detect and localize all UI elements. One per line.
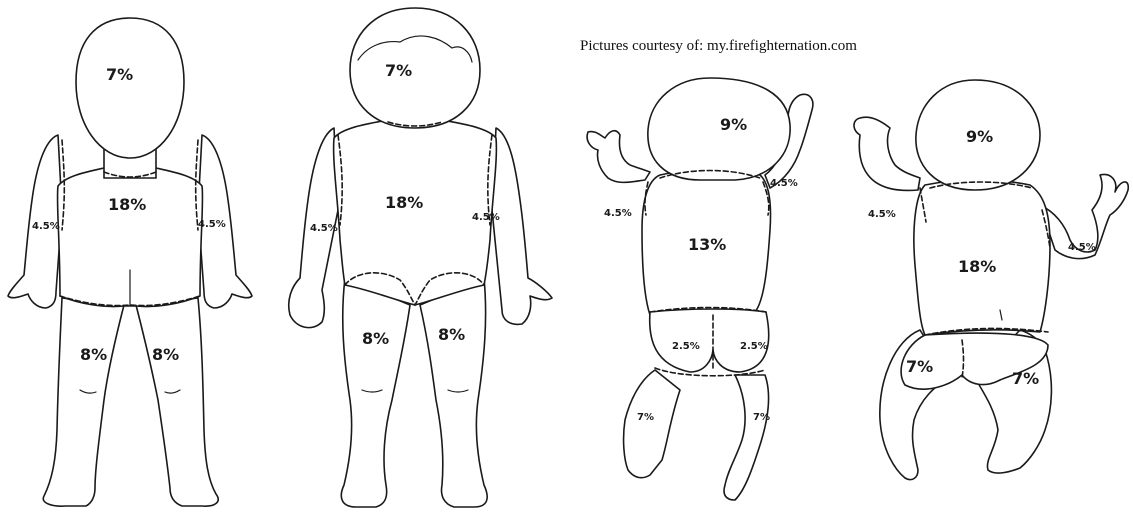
child-front-left-arm-label: 4.5% xyxy=(310,223,338,234)
child-front-right-leg-label: 8% xyxy=(438,325,465,344)
child-front-trunk-label: 18% xyxy=(385,193,423,212)
child-back-figure xyxy=(8,18,252,506)
infant-back-left-buttock-label: 2.5% xyxy=(672,341,700,352)
infant-back-left-arm-label: 4.5% xyxy=(604,208,632,219)
child-back-left-leg-label: 8% xyxy=(80,345,107,364)
child-back-right-leg-label: 8% xyxy=(152,345,179,364)
infant-back-right-buttock-label: 2.5% xyxy=(740,341,768,352)
infant-front-left-arm-label: 4.5% xyxy=(868,209,896,220)
child-back-trunk-label: 18% xyxy=(108,195,146,214)
infant-front-trunk-label: 18% xyxy=(958,257,996,276)
child-back-right-arm-label: 4.5% xyxy=(198,219,226,230)
infant-front-right-arm-label: 4.5% xyxy=(1068,242,1096,253)
infant-back-trunk-label: 13% xyxy=(688,235,726,254)
infant-back-right-leg-label: 7% xyxy=(753,412,770,423)
child-back-left-arm-label: 4.5% xyxy=(32,221,60,232)
infant-back-figure xyxy=(587,78,813,500)
infant-front-left-leg-label: 7% xyxy=(906,357,933,376)
infant-back-right-arm-label: 4.5% xyxy=(770,178,798,189)
infant-front-right-leg-label: 7% xyxy=(1012,369,1039,388)
child-front-head-label: 7% xyxy=(385,61,412,80)
infant-back-left-leg-label: 7% xyxy=(637,412,654,423)
child-back-head-label: 7% xyxy=(106,65,133,84)
child-front-right-arm-label: 4.5% xyxy=(472,212,500,223)
image-credit: Pictures courtesy of: my.firefighternati… xyxy=(580,38,857,55)
child-front-left-leg-label: 8% xyxy=(362,329,389,348)
child-front-figure xyxy=(289,8,552,507)
infant-back-head-label: 9% xyxy=(720,115,747,134)
infant-front-head-label: 9% xyxy=(966,127,993,146)
